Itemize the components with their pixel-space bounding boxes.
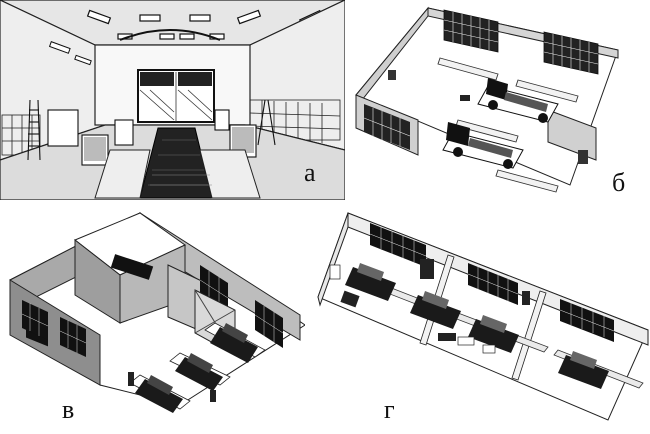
car-service-building-isometric	[308, 205, 650, 434]
service-station-isometric	[0, 205, 305, 434]
panel-v-service-station: в	[0, 205, 305, 434]
panel-b-truck-workshop: б	[348, 0, 650, 200]
car-1	[210, 323, 258, 363]
panel-label-a: а	[304, 158, 316, 187]
car-2	[175, 353, 223, 391]
panel-a-workshop-sketch: а	[0, 0, 345, 200]
workshop-perspective-drawing	[0, 0, 345, 200]
car-4	[558, 351, 609, 389]
truck-1	[477, 78, 559, 123]
panel-label-b: б	[612, 168, 626, 197]
car-2	[410, 291, 461, 329]
car-1	[345, 263, 396, 301]
car-3	[468, 315, 519, 353]
panel-g-car-service-building: г	[308, 205, 650, 434]
truck-workshop-isometric	[355, 6, 619, 193]
panel-label-v: в	[62, 395, 75, 424]
truck-2	[442, 122, 524, 169]
car-3	[135, 375, 183, 413]
panel-label-g: г	[384, 395, 395, 424]
